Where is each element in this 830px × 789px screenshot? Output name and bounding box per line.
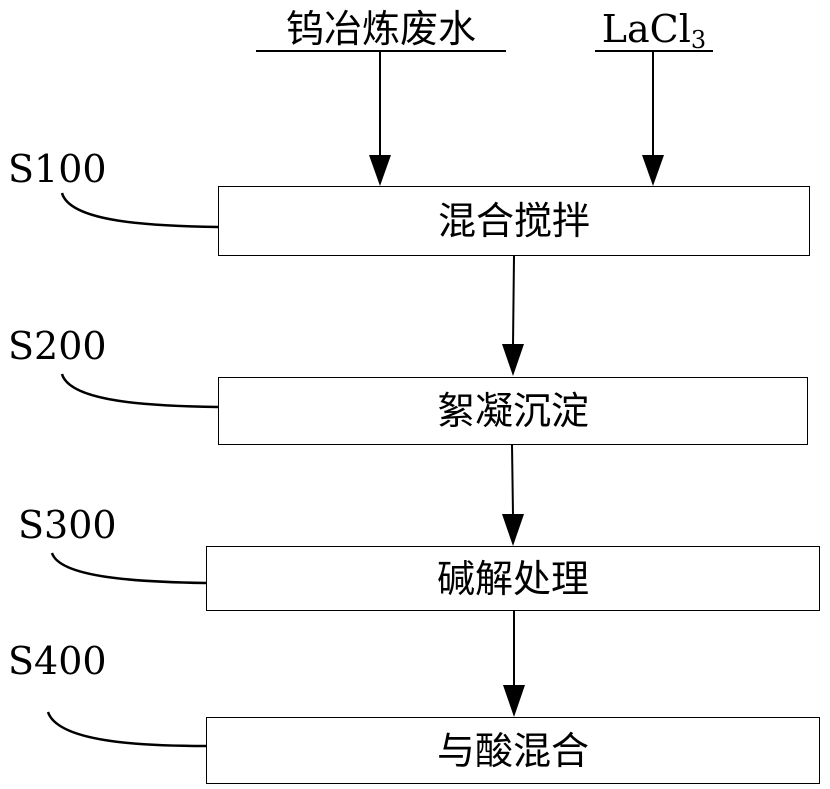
input-lacl3-main: LaCl bbox=[601, 7, 691, 51]
arrow-s100-s200 bbox=[512, 255, 515, 346]
leader-s200 bbox=[60, 373, 219, 409]
leader-s300 bbox=[50, 552, 207, 585]
arrowhead-input-right bbox=[642, 155, 664, 186]
input-wastewater-underline bbox=[256, 50, 506, 52]
step-box-s400: 与酸混合 bbox=[206, 717, 820, 784]
step-id-s300: S300 bbox=[18, 503, 117, 547]
step-text-s400: 与酸混合 bbox=[436, 728, 589, 773]
leader-s100 bbox=[60, 192, 219, 229]
step-text-s300: 碱解处理 bbox=[436, 556, 589, 601]
input-lacl3-subscript: 3 bbox=[690, 26, 707, 54]
step-id-s100: S100 bbox=[8, 147, 107, 191]
input-lacl3-underline bbox=[595, 50, 713, 52]
arrowhead-input-left bbox=[369, 155, 391, 186]
step-box-s300: 碱解处理 bbox=[206, 546, 820, 611]
step-box-s100: 混合搅拌 bbox=[218, 186, 810, 256]
leader-s400 bbox=[46, 711, 207, 748]
step-id-s200: S200 bbox=[8, 324, 107, 368]
arrowhead-s200-s300 bbox=[502, 514, 524, 546]
step-id-s400: S400 bbox=[8, 639, 107, 683]
input-wastewater-label: 钨冶炼废水 bbox=[256, 10, 506, 48]
arrowhead-s300-s400 bbox=[503, 685, 525, 717]
input-lacl3-label: LaCl3 bbox=[595, 10, 713, 52]
arrow-s200-s300 bbox=[511, 444, 514, 516]
step-text-s200: 絮凝沉淀 bbox=[436, 389, 589, 433]
step-box-s200: 絮凝沉淀 bbox=[218, 377, 808, 445]
arrowhead-s100-s200 bbox=[502, 344, 524, 376]
input-wastewater-text: 钨冶炼废水 bbox=[285, 7, 476, 51]
step-text-s100: 混合搅拌 bbox=[437, 199, 590, 243]
